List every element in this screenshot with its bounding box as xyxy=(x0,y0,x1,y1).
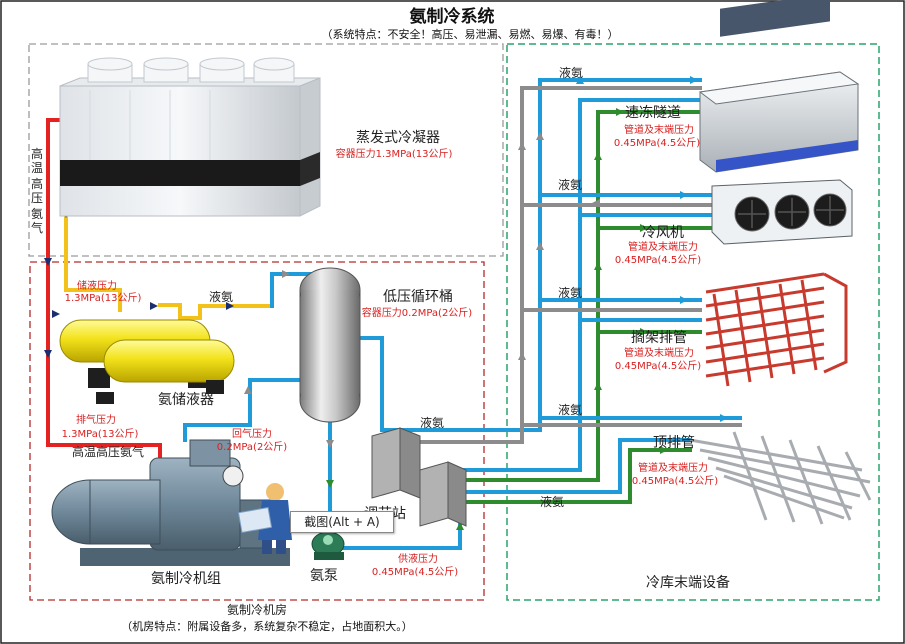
return-gas-pressure-label: 回气压力 xyxy=(232,427,272,440)
shelf-coil xyxy=(705,272,848,387)
hot-gas-vertical-label: 高 温 高 压 氨 气 xyxy=(31,146,43,235)
diagram-subtitle: （系统特点：不安全！高压、易泄漏、易燃、易爆、有毒！） xyxy=(322,27,619,41)
pump-pressure-value: 0.45MPa(4.5公斤) xyxy=(372,566,458,578)
air-cooler xyxy=(711,179,853,245)
terminal-name: 顶排管 xyxy=(653,435,695,451)
terminal-pressure-value: 0.45MPa(4.5公斤) xyxy=(632,475,718,487)
compressor-unit-name: 氨制冷机组 xyxy=(151,571,221,587)
pump-pressure-label: 供液压力 xyxy=(398,552,438,565)
valve-station xyxy=(371,427,467,527)
low-pressure-separator xyxy=(299,267,361,423)
pump-name: 氨泵 xyxy=(310,568,338,584)
screenshot-tooltip: 截图(Alt + A) xyxy=(290,511,394,533)
diagram-title: 氨制冷系统 xyxy=(410,6,495,27)
separator-name: 低压循环桶 xyxy=(383,289,453,305)
cold-storage-zone-box xyxy=(506,43,880,601)
terminal-pressure-label: 管道及末端压力 xyxy=(628,240,698,253)
terminal-pressure-value: 0.45MPa(4.5公斤) xyxy=(614,137,700,149)
worker-figure xyxy=(237,483,292,554)
terminal-name: 速冻隧道 xyxy=(625,104,681,121)
condenser-name: 蒸发式冷凝器 xyxy=(356,130,440,146)
hot-gas-pipe xyxy=(46,118,162,462)
terminal-name: 搁架排管 xyxy=(631,330,687,346)
supply-pipe-top xyxy=(270,272,312,308)
liquid-ammonia-label: 液氨 xyxy=(559,65,583,80)
terminal-pressure-label: 管道及末端压力 xyxy=(638,461,708,474)
return-gas-pipe xyxy=(183,378,302,442)
quick-freeze-tunnel xyxy=(698,0,860,173)
hot-gas-char: 高 xyxy=(31,146,43,161)
receiver-pressure-label: 储液压力 xyxy=(77,279,117,292)
terminal-pressure-label: 管道及末端压力 xyxy=(624,346,694,359)
terminal-pressure-label: 管道及末端压力 xyxy=(624,123,694,136)
machine-room-title: 氨制冷机房 xyxy=(227,602,287,617)
discharge-pressure-value: 1.3MPa(13公斤) xyxy=(62,428,139,440)
liquid-ammonia-label: 液氨 xyxy=(209,289,233,304)
terminal-pressure-value: 0.45MPa(4.5公斤) xyxy=(615,254,701,266)
discharge-gas-label: 高温高压氨气 xyxy=(72,444,144,459)
terminal-air-cooler-labels: 冷风机 管道及末端压力 0.45MPa(4.5公斤) xyxy=(615,225,701,266)
hot-gas-char: 压 xyxy=(31,191,43,205)
hot-gas-char: 氨 xyxy=(31,207,43,221)
terminal-name: 冷风机 xyxy=(642,225,684,241)
evaporative-condenser xyxy=(59,57,321,217)
terminal-ceiling-coil-labels: 顶排管 管道及末端压力 0.45MPa(4.5公斤) xyxy=(632,435,718,487)
pipes xyxy=(46,78,742,550)
ceiling-coil xyxy=(689,431,872,525)
liquid-ammonia-label: 液氨 xyxy=(558,402,582,417)
hot-gas-char: 高 xyxy=(31,176,43,191)
ammonia-receiver xyxy=(59,319,235,404)
compressor-unit xyxy=(51,439,290,566)
terminal-pressure-value: 0.45MPa(4.5公斤) xyxy=(615,360,701,372)
liquid-ammonia-label: 液氨 xyxy=(558,285,582,300)
machine-room-note: （机房特点：附属设备多，系统复杂不稳定，占地面积大。） xyxy=(121,619,413,633)
condenser-zone-box xyxy=(28,43,504,257)
hot-gas-char: 温 xyxy=(31,161,43,175)
return-gas-pressure-value: 0.2MPa(2公斤) xyxy=(217,441,288,453)
discharge-pressure-label: 排气压力 xyxy=(76,413,116,426)
receiver-name: 氨储液器 xyxy=(158,392,214,408)
terminal-shelf-coil-labels: 搁架排管 管道及末端压力 0.45MPa(4.5公斤) xyxy=(615,330,701,372)
liquid-ammonia-label: 液氨 xyxy=(540,494,564,509)
separator-pressure: 容器压力0.2MPa(2公斤) xyxy=(362,306,473,319)
cold-storage-title: 冷库末端设备 xyxy=(646,574,730,591)
receiver-pressure-value: 1.3MPa(13公斤) xyxy=(65,292,142,304)
terminal-quick-freeze-labels: 速冻隧道 管道及末端压力 0.45MPa(4.5公斤) xyxy=(614,104,700,149)
hot-gas-char: 气 xyxy=(31,220,43,235)
condenser-pressure: 容器压力1.3MPa(13公斤) xyxy=(336,147,453,160)
ammonia-pump xyxy=(311,531,345,560)
liquid-ammonia-label: 液氨 xyxy=(420,415,444,430)
liquid-pipe xyxy=(64,178,122,312)
liquid-ammonia-label: 液氨 xyxy=(558,177,582,192)
